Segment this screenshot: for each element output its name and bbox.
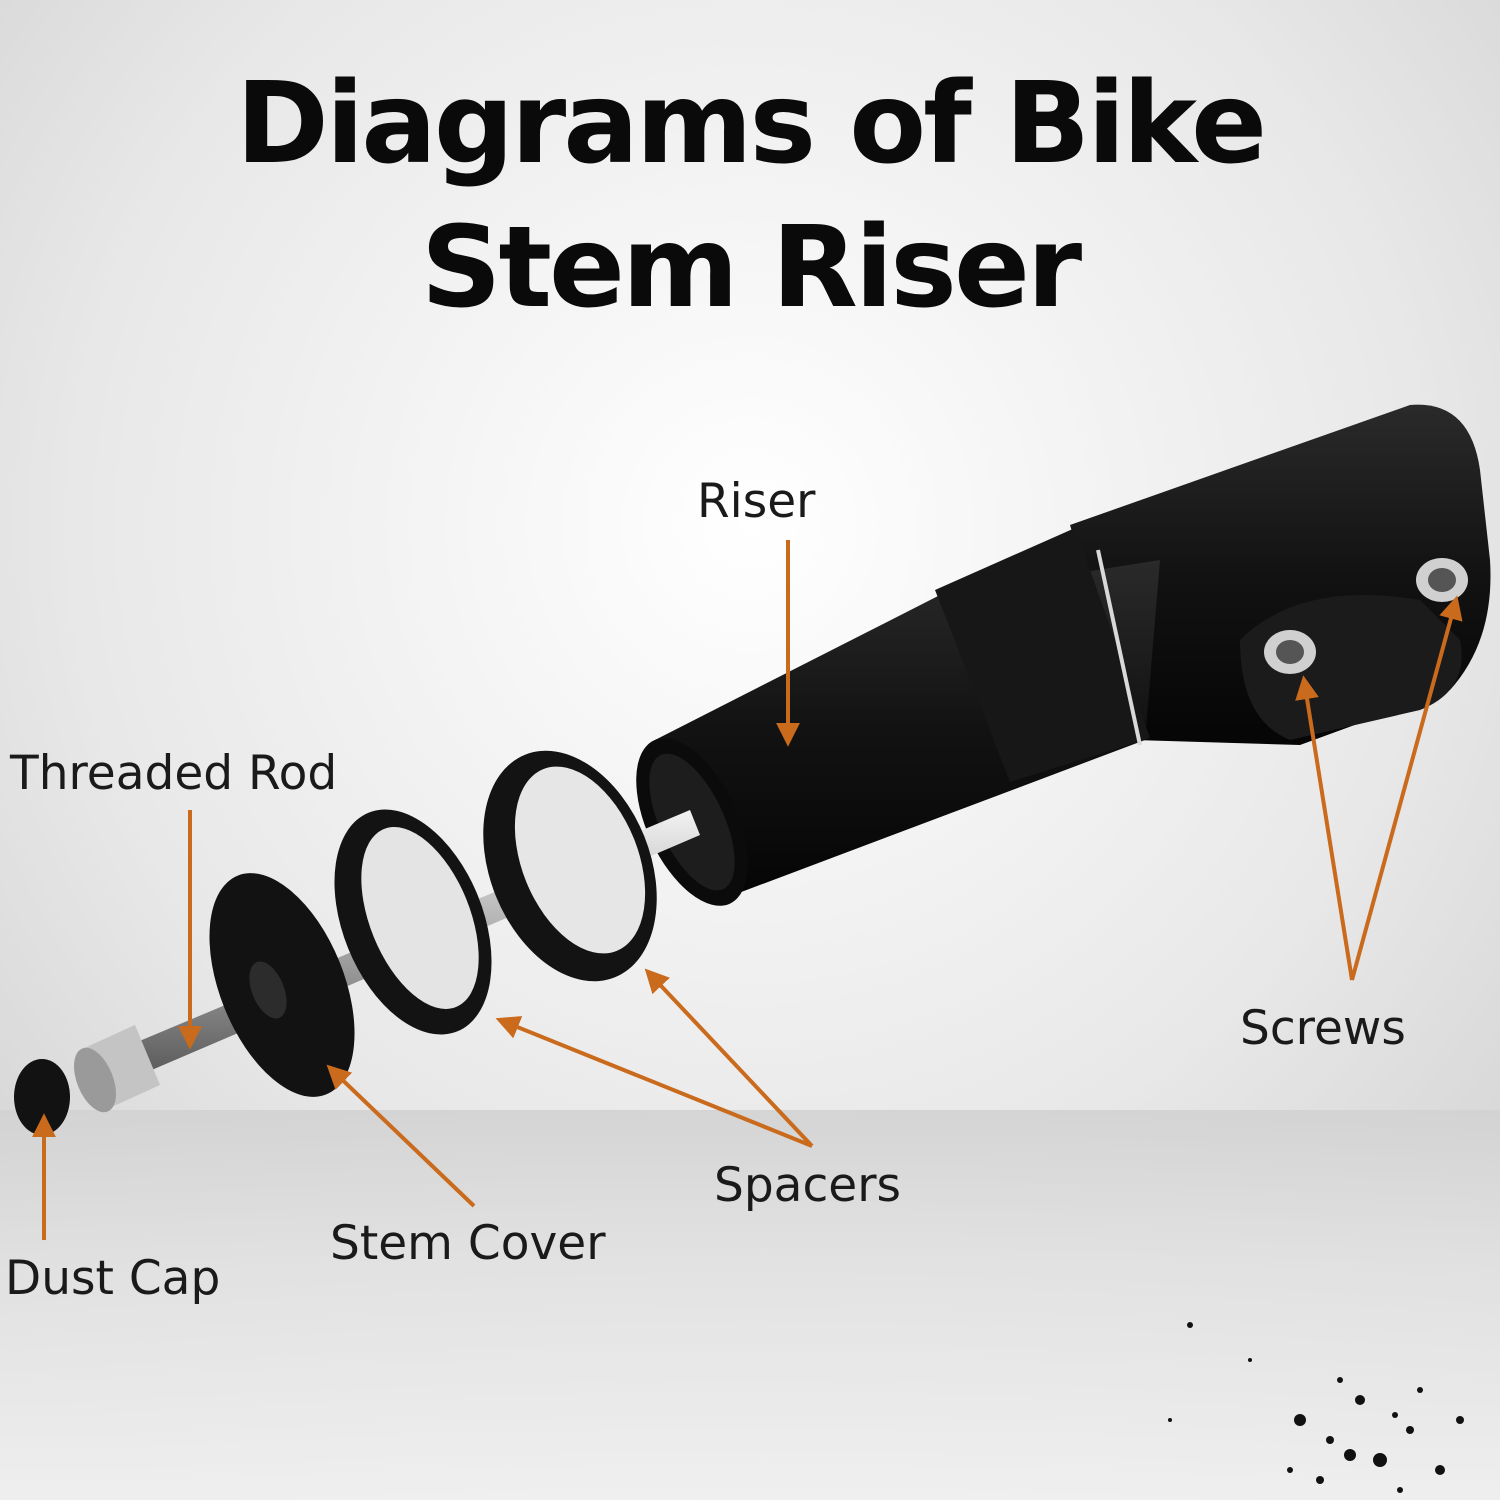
spacers-arrow-2 (644, 968, 814, 1148)
ink-splatter (1168, 1322, 1464, 1493)
title-line-2: Stem Riser (420, 203, 1082, 333)
spacers-arrow-1 (495, 1016, 813, 1148)
stem-cover (209, 873, 355, 1097)
stem-cover-arrow (326, 1064, 476, 1208)
spacer-1 (334, 809, 492, 1035)
label-threaded-rod: Threaded Rod (10, 746, 338, 801)
riser-head (1070, 404, 1491, 745)
screws-arrow-1 (1295, 675, 1354, 981)
label-dust-cap: Dust Cap (5, 1251, 221, 1306)
title-line-1: Diagrams of Bike (235, 59, 1267, 189)
callout-arrows (32, 540, 1463, 1240)
screws-arrow-2 (1350, 595, 1463, 981)
screw-2 (1416, 558, 1468, 602)
screw-1 (1264, 630, 1316, 674)
spacer-2 (483, 750, 657, 982)
label-screws: Screws (1240, 1001, 1406, 1056)
riser-tube (636, 528, 1160, 906)
dust-cap (14, 1059, 70, 1135)
label-stem-cover: Stem Cover (330, 1216, 606, 1271)
label-spacers: Spacers (714, 1158, 902, 1213)
label-riser: Riser (697, 474, 816, 529)
